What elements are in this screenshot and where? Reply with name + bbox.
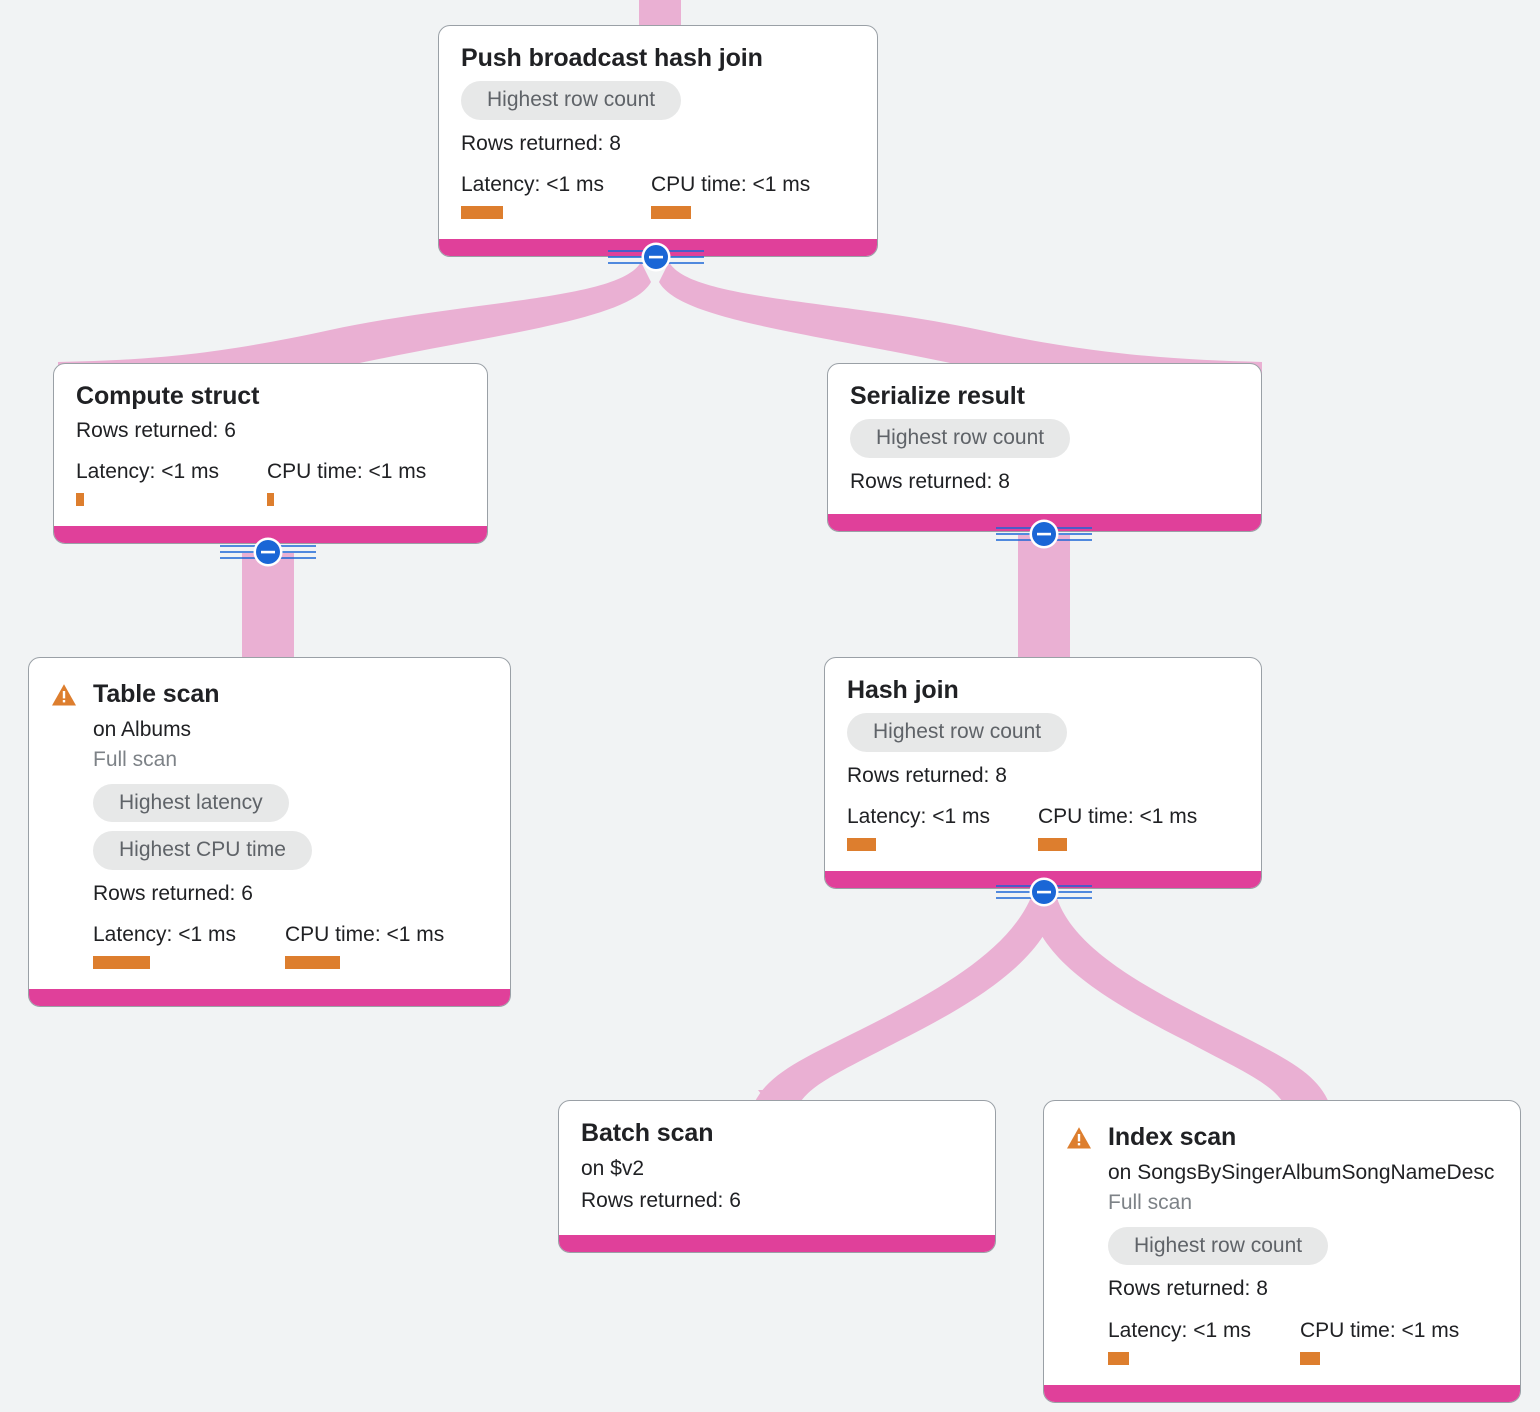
node-scan-type: Full scan	[93, 748, 178, 772]
edge-hash-join-to-index-scan	[1030, 895, 1331, 1108]
rows-returned: Rows returned: 6	[93, 881, 253, 905]
cpu-bar	[1300, 1351, 1320, 1365]
cpu-label: CPU time: <1 ms	[267, 460, 427, 484]
latency-label: Latency: <1 ms	[93, 923, 236, 947]
rows-returned: Rows returned: 8	[1108, 1277, 1268, 1301]
node-title: Batch scan	[581, 1119, 714, 1147]
latency-label: Latency: <1 ms	[76, 460, 219, 484]
plan-node-hash-join[interactable]: Hash join Highest row count Rows returne…	[824, 657, 1262, 889]
latency-bar	[461, 205, 503, 219]
chip-list: Highest row count	[850, 410, 1239, 458]
node-target: on $v2	[581, 1157, 645, 1180]
collapse-toggle-serialize-result[interactable]	[996, 518, 1092, 550]
latency-metric: Latency: <1 ms	[461, 172, 651, 219]
badge-highest-row-count: Highest row count	[461, 81, 682, 120]
collapse-toggle-hash-join[interactable]	[996, 876, 1092, 908]
latency-label: Latency: <1 ms	[1108, 1318, 1251, 1342]
plan-node-table-scan[interactable]: Table scan on Albums Full scan Highest l…	[28, 657, 511, 1008]
metrics-row: Latency: <1 ms CPU time: <1 ms	[76, 459, 465, 507]
badge-highest-cpu-time: Highest CPU time	[93, 831, 312, 870]
cpu-metric: CPU time: <1 ms	[651, 172, 810, 219]
latency-metric: Latency: <1 ms	[76, 459, 267, 507]
collapse-toggle-compute-struct[interactable]	[220, 536, 316, 568]
rows-returned: Rows returned: 8	[850, 469, 1010, 493]
metrics-row: Latency: <1 ms CPU time: <1 ms	[1108, 1318, 1498, 1365]
node-accent-bar	[54, 526, 487, 544]
chip-list: Highest latency	[93, 775, 488, 823]
latency-label: Latency: <1 ms	[847, 804, 990, 828]
cpu-label: CPU time: <1 ms	[651, 172, 811, 196]
edge-compute-struct-to-table-scan	[242, 553, 294, 663]
node-header: Push broadcast hash join	[461, 44, 855, 72]
edge-hash-join-to-batch-scan	[752, 895, 1058, 1108]
warning-icon	[52, 684, 76, 706]
latency-bar	[76, 493, 84, 507]
badge-highest-row-count: Highest row count	[1108, 1226, 1329, 1266]
cpu-label: CPU time: <1 ms	[1038, 804, 1198, 828]
badge-highest-latency: Highest latency	[93, 783, 289, 823]
cpu-bar	[285, 956, 340, 970]
edge-serialize-result-to-hash-join	[1018, 535, 1070, 663]
cpu-bar	[651, 205, 691, 219]
node-title: Index scan	[1108, 1123, 1237, 1151]
chip-list: Highest row count	[1108, 1218, 1498, 1266]
latency-metric: Latency: <1 ms	[1108, 1318, 1300, 1365]
rows-returned: Rows returned: 8	[847, 763, 1007, 787]
latency-label: Latency: <1 ms	[461, 172, 604, 196]
warning-icon	[1067, 1127, 1091, 1149]
badge-highest-row-count: Highest row count	[847, 713, 1068, 752]
latency-metric: Latency: <1 ms	[847, 804, 1038, 851]
cpu-bar	[1038, 837, 1067, 851]
node-header: Batch scan on $v2 Rows returned: 6	[581, 1119, 973, 1217]
node-target: on SongsBySingerAlbumSongNameDesc	[1108, 1161, 1495, 1184]
chip-list: Highest row count	[847, 704, 1239, 752]
node-title: Push broadcast hash join	[461, 44, 763, 72]
rows-returned: Rows returned: 6	[76, 419, 236, 442]
node-title: Compute struct	[76, 382, 260, 410]
plan-node-compute-struct[interactable]: Compute struct Rows returned: 6 Latency:…	[53, 363, 488, 545]
plan-node-batch-scan[interactable]: Batch scan on $v2 Rows returned: 6	[558, 1100, 996, 1253]
cpu-label: CPU time: <1 ms	[1300, 1318, 1460, 1342]
metrics-row: Latency: <1 ms CPU time: <1 ms	[461, 172, 855, 219]
node-header: Serialize result	[850, 382, 1239, 410]
latency-bar	[93, 956, 150, 970]
chip-list: Highest row count	[461, 72, 855, 120]
cpu-metric: CPU time: <1 ms	[285, 922, 445, 970]
node-accent-bar	[29, 989, 510, 1007]
rows-returned: Rows returned: 6	[581, 1189, 741, 1213]
badge-highest-row-count: Highest row count	[850, 419, 1071, 458]
plan-node-push-broadcast-hash-join[interactable]: Push broadcast hash join Highest row cou…	[438, 25, 878, 257]
rows-returned: Rows returned: 8	[461, 131, 621, 155]
latency-bar	[1108, 1351, 1129, 1365]
node-title: Table scan	[93, 680, 220, 708]
plan-node-serialize-result[interactable]: Serialize result Highest row count Rows …	[827, 363, 1262, 532]
node-scan-type: Full scan	[1108, 1191, 1193, 1215]
metrics-row: Latency: <1 ms CPU time: <1 ms	[847, 804, 1239, 851]
node-header: Compute struct	[76, 382, 465, 410]
chip-list-2: Highest CPU time	[93, 822, 488, 870]
plan-node-index-scan[interactable]: Index scan on SongsBySingerAlbumSongName…	[1043, 1100, 1521, 1403]
collapse-toggle-push-broadcast-hash-join[interactable]	[608, 241, 704, 273]
node-title: Serialize result	[850, 382, 1025, 410]
node-target: on Albums	[93, 718, 192, 741]
node-header: Index scan on SongsBySingerAlbumSongName…	[1066, 1123, 1498, 1365]
metrics-row: Latency: <1 ms CPU time: <1 ms	[93, 922, 488, 970]
node-header: Table scan on Albums Full scan Highest l…	[51, 680, 488, 970]
node-accent-bar	[1044, 1384, 1520, 1402]
node-accent-bar	[559, 1234, 995, 1252]
cpu-metric: CPU time: <1 ms	[267, 459, 427, 507]
cpu-label: CPU time: <1 ms	[285, 923, 445, 947]
cpu-bar	[267, 493, 274, 507]
node-title: Hash join	[847, 676, 959, 704]
cpu-metric: CPU time: <1 ms	[1038, 804, 1197, 851]
latency-metric: Latency: <1 ms	[93, 922, 285, 970]
node-header: Hash join	[847, 676, 1239, 704]
latency-bar	[847, 837, 876, 851]
cpu-metric: CPU time: <1 ms	[1300, 1318, 1459, 1365]
